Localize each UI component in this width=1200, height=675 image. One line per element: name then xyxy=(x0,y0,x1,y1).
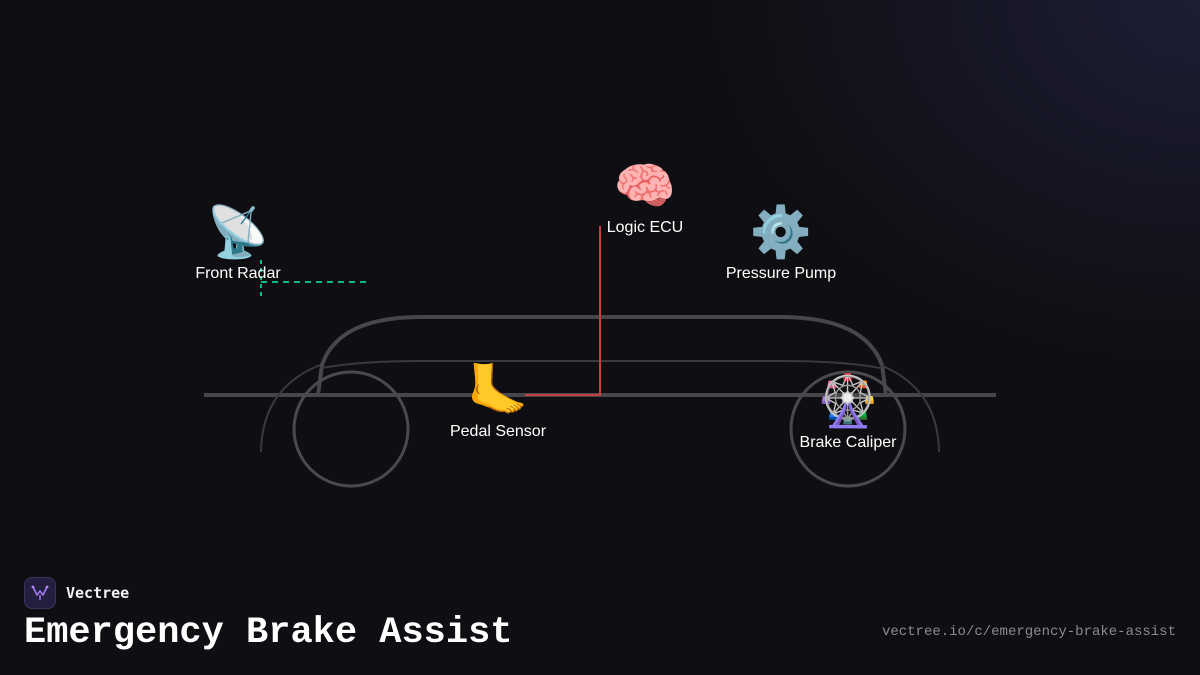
brand-name: Vectree xyxy=(66,584,130,602)
node-pedal-sensor[interactable]: 🦶 Pedal Sensor xyxy=(450,361,546,441)
node-label: Front Radar xyxy=(195,265,281,282)
node-pressure-pump[interactable]: ⚙️ Pressure Pump xyxy=(726,203,836,283)
node-label: Pedal Sensor xyxy=(449,423,547,440)
front-fender xyxy=(260,364,321,453)
node-label: Logic ECU xyxy=(606,219,684,236)
rear-wheel xyxy=(789,370,907,488)
rear-fender xyxy=(879,364,940,453)
brain-icon: 🧠 xyxy=(613,157,677,215)
node-front-radar[interactable]: 📡 Front Radar xyxy=(195,203,280,283)
ecu-pedal-link xyxy=(525,226,601,396)
brand[interactable]: Vectree xyxy=(24,577,129,609)
satellite-antenna-icon: 📡 xyxy=(206,203,270,261)
vectree-logo-icon xyxy=(24,577,56,609)
ferris-wheel-icon: 🎡 xyxy=(816,372,880,430)
node-logic-ecu[interactable]: 🧠 Logic ECU xyxy=(607,157,683,237)
foot-icon: 🦶 xyxy=(466,361,530,419)
node-brake-caliper[interactable]: 🎡 Brake Caliper xyxy=(800,372,897,452)
node-label: Brake Caliper xyxy=(799,434,897,451)
node-label: Pressure Pump xyxy=(725,265,837,282)
front-wheel xyxy=(292,370,410,488)
page-url[interactable]: vectree.io/c/emergency-brake-assist xyxy=(881,624,1176,640)
gear-icon: ⚙️ xyxy=(749,203,813,261)
page-title: Emergency Brake Assist xyxy=(24,612,513,654)
